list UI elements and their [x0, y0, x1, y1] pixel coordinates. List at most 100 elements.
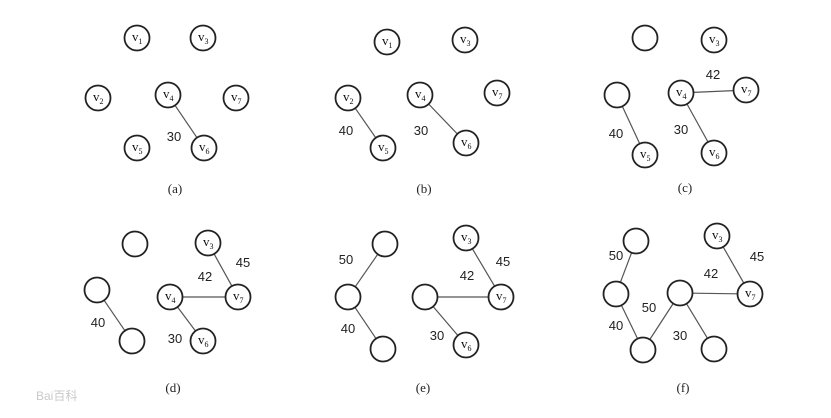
edge-weight-label: 50	[642, 300, 656, 315]
vertex-subscript: 7	[752, 293, 756, 302]
vertex-label: v	[640, 146, 647, 161]
edge-v4-v6	[177, 306, 196, 332]
vertex-subscript: 7	[499, 92, 503, 101]
vertex-subscript: 4	[170, 94, 174, 103]
vertex-circle	[334, 84, 362, 112]
vertex-label: v	[132, 139, 139, 154]
edge-v3-v7	[722, 246, 745, 284]
vertex-subscript: 4	[422, 94, 426, 103]
vertex-circle	[222, 84, 250, 112]
vertex-circle	[703, 222, 731, 250]
vertex-circle	[369, 335, 397, 363]
vertex-circle	[123, 134, 151, 162]
edge-weight-label: 42	[704, 266, 718, 281]
vertex-subscript: 4	[172, 296, 176, 305]
vertex-node	[371, 230, 399, 258]
vertex-circle	[666, 279, 694, 307]
vertex-label: v	[712, 227, 719, 242]
vertex-circle	[452, 224, 480, 252]
watermark-text: Bai百科	[36, 389, 77, 403]
vertex-label: v	[198, 332, 205, 347]
vertex-subscript: 3	[716, 39, 720, 48]
vertex-circle	[118, 327, 146, 355]
vertex-subscript: 4	[683, 92, 687, 101]
vertex-label: v	[231, 89, 238, 104]
edge-v2-v5	[354, 107, 377, 139]
edge-weight-label: 45	[750, 249, 764, 264]
vertex-subscript: 5	[385, 147, 389, 156]
edge-weight-label: 45	[236, 255, 250, 270]
edge-d-v6	[432, 306, 459, 336]
vertex-circle	[452, 129, 480, 157]
vertex-node	[603, 81, 631, 109]
edge-v4-v7	[693, 90, 734, 93]
vertex-subscript: 7	[240, 296, 244, 305]
vertex-label: v	[496, 288, 503, 303]
edge-d-e	[685, 303, 709, 339]
vertex-label: v	[461, 134, 468, 149]
vertex-node	[83, 276, 111, 304]
edge-weight-label: 30	[168, 331, 182, 346]
vertex-node	[118, 327, 146, 355]
vertex-circle	[83, 276, 111, 304]
vertex-subscript: 5	[139, 147, 143, 156]
vertex-node	[631, 24, 659, 52]
panel-caption: (c)	[678, 180, 692, 195]
vertex-label: v	[378, 139, 385, 154]
vertex-circle	[406, 81, 434, 109]
vertex-label: v	[492, 84, 499, 99]
vertex-circle	[451, 26, 479, 54]
vertex-label: v	[741, 81, 748, 96]
vertex-circle	[631, 141, 659, 169]
vertex-node	[602, 280, 630, 308]
edge-b-v5	[621, 106, 641, 144]
panel-caption: (b)	[416, 181, 431, 196]
panel-caption: (f)	[677, 380, 690, 395]
vertex-label: v	[93, 89, 100, 104]
vertex-circle	[194, 229, 222, 257]
edge-c-d	[649, 303, 674, 340]
vertex-circle	[622, 227, 650, 255]
vertex-label: v	[415, 86, 422, 101]
vertex-subscript: 7	[748, 89, 752, 98]
vertex-subscript: 1	[389, 41, 393, 50]
vertex-circle	[411, 283, 439, 311]
vertex-circle	[487, 283, 515, 311]
vertex-subscript: 3	[210, 242, 214, 251]
vertex-label: v	[199, 139, 206, 154]
vertex-label: v	[382, 33, 389, 48]
vertex-node	[411, 283, 439, 311]
vertex-circle	[121, 230, 149, 258]
edge-b-c	[620, 305, 639, 339]
vertex-circle	[189, 327, 217, 355]
edge-weight-label: 40	[609, 126, 623, 141]
vertex-circle	[373, 28, 401, 56]
vertex-label: v	[343, 89, 350, 104]
vertex-circle	[629, 336, 657, 364]
vertex-label: v	[203, 234, 210, 249]
vertex-subscript: 3	[468, 237, 472, 246]
vertex-node	[666, 279, 694, 307]
vertex-circle	[602, 280, 630, 308]
edge-weight-label: 40	[91, 315, 105, 330]
panel-caption: (d)	[165, 380, 180, 395]
vertex-circle	[189, 24, 217, 52]
vertex-label: v	[745, 285, 752, 300]
vertex-circle	[123, 24, 151, 52]
vertex-subscript: 7	[238, 97, 242, 106]
vertex-subscript: 2	[350, 97, 354, 106]
